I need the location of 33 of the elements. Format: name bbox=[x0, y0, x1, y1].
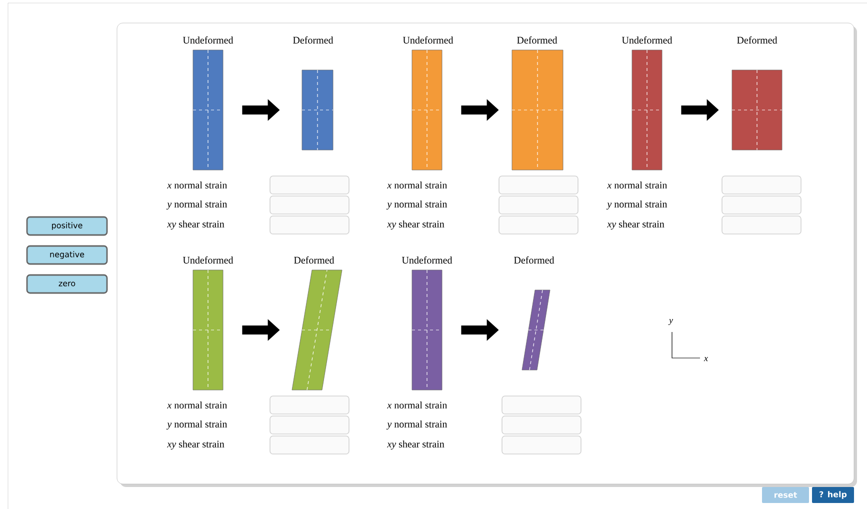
answer-choice-button: positive bbox=[26, 216, 108, 236]
strain-label: x normal strain bbox=[387, 401, 448, 409]
node-label: Undeformed bbox=[182, 36, 234, 44]
answer-choice-button: negative bbox=[26, 245, 108, 265]
strain-label: y normal strain bbox=[166, 420, 228, 430]
label: y bbox=[668, 318, 674, 326]
node-label: Undeformed bbox=[402, 36, 454, 44]
reset-button: reset bbox=[762, 487, 809, 503]
strain-label: xy shear strain bbox=[387, 220, 444, 230]
help-button: ? help bbox=[812, 487, 854, 503]
axes-drawing: y x bbox=[668, 318, 708, 362]
node-label: Undeformed bbox=[402, 256, 452, 264]
answer-choice-button: zero bbox=[26, 274, 108, 294]
node-label: Deformed bbox=[293, 36, 334, 44]
node-label: Undeformed bbox=[182, 256, 234, 264]
node-label: Deformed bbox=[294, 256, 334, 264]
strain-label: xy shear strain bbox=[167, 440, 224, 450]
node-label: Deformed bbox=[517, 36, 558, 44]
strain-label: x normal strain bbox=[167, 181, 228, 189]
strain-label: y normal strain bbox=[606, 200, 668, 210]
strain-label: xy shear strain bbox=[387, 440, 444, 450]
strain-label: xy shear strain bbox=[607, 220, 664, 230]
node-label: Undeformed bbox=[622, 36, 672, 44]
node-label: Deformed bbox=[514, 256, 554, 264]
strain-label: xy shear strain bbox=[167, 220, 224, 230]
strain-label: y normal strain bbox=[386, 200, 448, 210]
label: x bbox=[704, 356, 708, 362]
node-label: Deformed bbox=[737, 36, 778, 44]
strain-label: y normal strain bbox=[166, 200, 228, 210]
strain-label: x normal strain bbox=[387, 181, 448, 189]
strain-label: x normal strain bbox=[167, 401, 228, 409]
strain-label: y normal strain bbox=[386, 420, 448, 430]
strain-label: x normal strain bbox=[607, 181, 668, 189]
